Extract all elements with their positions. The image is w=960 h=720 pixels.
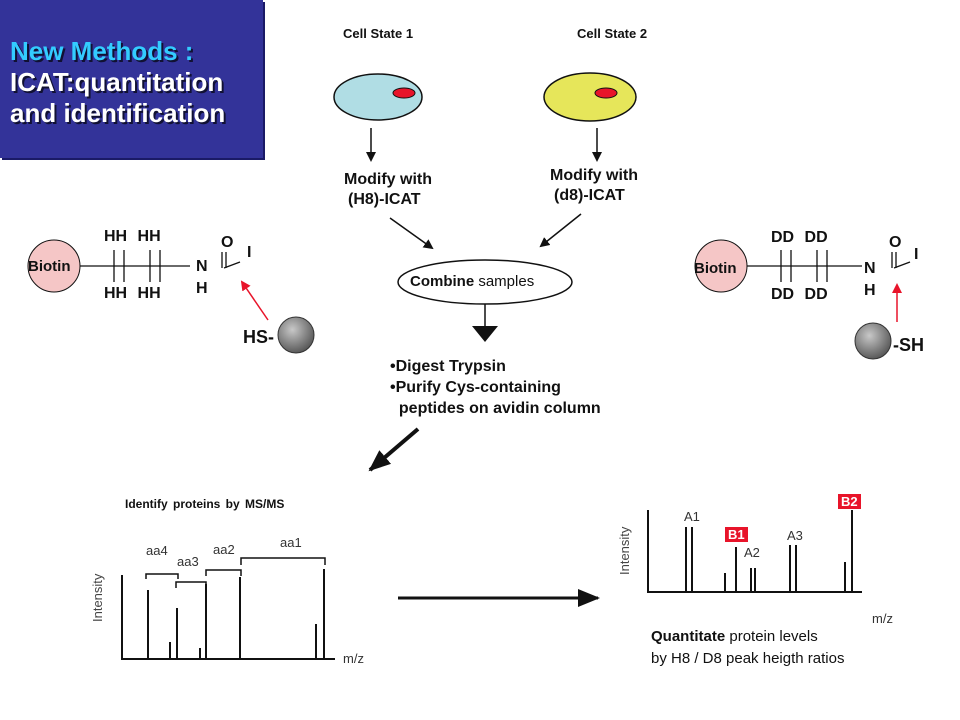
left-biotin-label: Biotin [28, 258, 71, 275]
ms-caption-rest: protein levels [725, 628, 818, 645]
cell-state-1-label: Cell State 1 [343, 26, 414, 41]
step-purify: •Purify Cys-containing [390, 379, 561, 396]
right-thiol: -SH [893, 335, 924, 355]
left-o: O [221, 234, 234, 251]
cell-state-1-ellipse [333, 73, 423, 121]
title-line-3: and identification [10, 98, 226, 128]
ms-label-a2: A2 [744, 545, 760, 560]
slide-title: New Methods : ICAT:quantitation and iden… [10, 36, 260, 129]
modify-h8-label: Modify with (H8)-ICAT [344, 170, 432, 210]
modify-h8-line1: Modify with [344, 171, 432, 188]
arrow-h8-to-combine [389, 217, 434, 250]
ms-label-b2: B2 [838, 494, 861, 509]
step-digest: •Digest Trypsin [390, 358, 506, 375]
left-red-arrow [240, 280, 269, 321]
ms-caption-bold: Quantitate [651, 628, 726, 645]
ms-spectrum [647, 510, 862, 593]
title-line-1: New Methods : [10, 36, 194, 66]
left-thiol: HS- [243, 327, 274, 347]
left-bead [277, 316, 315, 354]
right-n: N [864, 260, 876, 277]
msms-ylabel: Intensity [90, 573, 105, 622]
ms-caption-line2: by H8 / D8 peak heigth ratios [651, 650, 845, 667]
combine-rest: samples [474, 273, 535, 290]
right-biotin-label: Biotin [694, 260, 737, 277]
ms-label-b1: B1 [725, 527, 748, 542]
msms-label-aa3: aa3 [177, 554, 199, 569]
cell-state-2-label: Cell State 2 [577, 26, 648, 41]
left-top-h: HH HH [104, 228, 161, 245]
ms-xlabel: m/z [872, 611, 893, 626]
msms-title: Identify proteins by MS/MS [125, 497, 285, 511]
left-n: N [196, 258, 208, 275]
cell-state-2-ellipse [543, 72, 637, 122]
msms-xlabel: m/z [343, 651, 364, 666]
ms-ylabel: Intensity [617, 526, 632, 575]
right-bottom-d: DD DD [771, 286, 828, 303]
right-h: H [864, 282, 876, 299]
steps-list: •Digest Trypsin •Purify Cys-containing p… [390, 356, 601, 419]
right-bead [854, 322, 892, 360]
cell-state-1-spot [392, 87, 416, 99]
combine-arrowhead [472, 326, 498, 342]
msms-bracket-aa4 [145, 573, 179, 579]
msms-bracket-aa1 [240, 557, 326, 565]
modify-d8-line2: (d8)-ICAT [554, 187, 625, 204]
left-h: H [196, 280, 208, 297]
msms-bracket-aa3 [175, 581, 207, 588]
combine-label: Combine samples [410, 273, 534, 290]
msms-spectrum [121, 557, 335, 660]
right-top-d: DD DD [771, 229, 828, 246]
right-i: I [914, 246, 919, 263]
title-line-2: ICAT:quantitation [10, 67, 224, 97]
right-o: O [889, 234, 902, 251]
ms-label-a3: A3 [787, 528, 803, 543]
combine-bold: Combine [410, 273, 475, 290]
msms-bracket-aa2 [205, 569, 242, 576]
ms-label-a1: A1 [684, 509, 700, 524]
left-bottom-h: HH HH [104, 285, 161, 302]
ms-caption: Quantitate protein levels by H8 / D8 pea… [651, 626, 844, 670]
msms-label-aa4: aa4 [146, 543, 168, 558]
msms-label-aa2: aa2 [213, 542, 235, 557]
title-box [0, 0, 263, 158]
modify-h8-line2: (H8)-ICAT [348, 191, 421, 208]
msms-label-aa1: aa1 [280, 535, 302, 550]
left-i: I [247, 244, 252, 261]
modify-d8-line1: Modify with [550, 167, 638, 184]
arrow-to-msms [368, 427, 420, 472]
modify-d8-label: Modify with (d8)-ICAT [550, 166, 638, 206]
cell-state-2-spot [594, 87, 618, 99]
step-peptides: peptides on avidin column [390, 400, 601, 417]
arrow-d8-to-combine [539, 213, 582, 248]
